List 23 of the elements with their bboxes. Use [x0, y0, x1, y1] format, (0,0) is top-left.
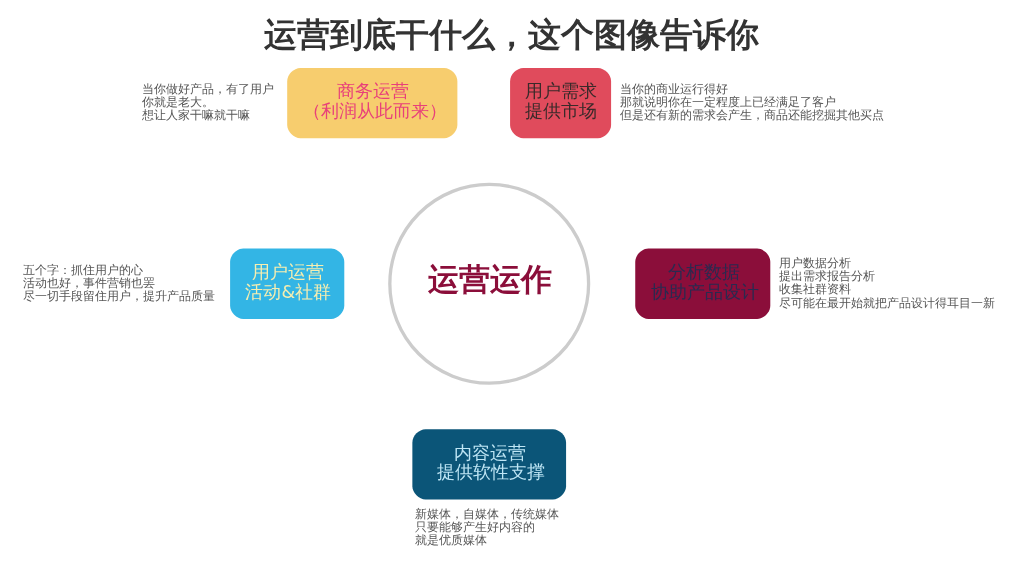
- node-label: 但是还有新的需求会产生，商品还能挖掘其他买点: [619, 107, 884, 122]
- node-label: 提出需求报告分析: [779, 268, 876, 283]
- node-circle: 运营运作: [388, 182, 591, 385]
- diagram-title: 运营到底干什么，这个图像告诉你: [264, 14, 760, 54]
- node-label: 新媒体，自媒体，传统媒体: [414, 506, 559, 521]
- node-box: 内容运营 提供软性支撑: [412, 428, 567, 499]
- node-label: 用户数据分析: [779, 255, 852, 270]
- node-label: 当你做好产品，有了用户: [142, 81, 275, 96]
- node-label: 五个字：抓住用户的心: [22, 262, 143, 277]
- node-label: 你就是老大。: [142, 94, 215, 109]
- node-label: 当你的商业运行得好: [619, 81, 728, 96]
- node-box: 分析数据 协助产品设计: [635, 248, 771, 319]
- node-box: 用户需求 提供市场: [510, 67, 612, 138]
- node-label: 活动也好，事件营销也罢: [22, 275, 155, 290]
- node-label: 尽可能在最开始就把产品设计得耳目一新: [779, 295, 996, 310]
- node-label: 想让人家干嘛就干嘛: [142, 107, 251, 122]
- node-box: 商务运营 （利润从此而来）: [287, 67, 458, 138]
- node-box: 用户运营 活动&社群: [230, 248, 345, 319]
- node-label: 尽一切手段留住用户，提升产品质量: [22, 288, 215, 303]
- node-label: 收集社群资料: [779, 281, 852, 296]
- node-label: 就是优质媒体: [414, 532, 487, 547]
- node-label: 只要能够产生好内容的: [414, 519, 535, 534]
- node-label: 那就说明你在一定程度上已经满足了客户: [619, 94, 836, 109]
